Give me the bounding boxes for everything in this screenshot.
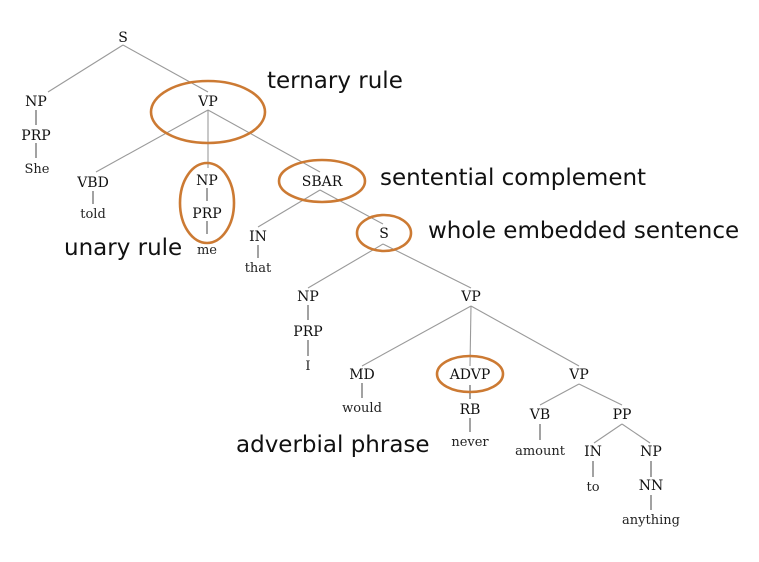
node-np-object: NP	[196, 173, 218, 189]
annotations: ternary rule sentential complement whole…	[64, 68, 739, 458]
node-root-s: S	[118, 30, 128, 46]
node-np-anything: NP	[640, 444, 662, 460]
sbar-highlight	[277, 158, 367, 204]
node-in-that: IN	[249, 229, 267, 245]
word-told: told	[80, 207, 106, 222]
node-in-to: IN	[584, 444, 602, 460]
node-md: MD	[349, 367, 375, 383]
annotation-ternary-rule: ternary rule	[267, 68, 403, 94]
s-embedded-highlight	[355, 213, 413, 253]
node-nn: NN	[639, 478, 664, 494]
advp-highlight	[435, 354, 505, 394]
node-prp-object: PRP	[192, 206, 221, 222]
node-vp-inner: VP	[568, 367, 589, 383]
word-would: would	[342, 401, 382, 416]
word-amount: amount	[515, 444, 566, 459]
np-unary-highlight	[178, 161, 236, 245]
node-vp-embedded: VP	[460, 289, 481, 305]
vp-ternary-highlight	[149, 79, 267, 145]
node-vp-main: VP	[197, 94, 218, 110]
node-np-subject: NP	[25, 94, 47, 110]
node-prp-subject: PRP	[21, 128, 50, 144]
unary-edges	[35, 110, 652, 510]
annotation-adverbial-phrase: adverbial phrase	[236, 432, 430, 458]
word-anything: anything	[622, 513, 680, 528]
node-pp: PP	[613, 407, 632, 423]
node-vb: VB	[529, 407, 550, 423]
node-np-i: NP	[297, 289, 319, 305]
word-that: that	[245, 261, 272, 276]
node-advp: ADVP	[449, 367, 491, 383]
tree-nodes: S NP PRP She VP VBD told NP PRP me SBAR …	[21, 30, 680, 528]
annotation-whole-embedded-sentence: whole embedded sentence	[428, 218, 739, 244]
node-vbd: VBD	[76, 175, 109, 191]
highlight-ellipses	[149, 79, 505, 394]
word-never: never	[451, 435, 489, 450]
word-me: me	[197, 243, 217, 258]
tree-edges	[47, 44, 651, 444]
word-she: She	[25, 162, 50, 177]
node-prp-i: PRP	[293, 324, 322, 340]
annotation-unary-rule: unary rule	[64, 235, 182, 261]
node-s-embedded: S	[379, 226, 389, 242]
node-sbar: SBAR	[302, 174, 343, 190]
node-rb: RB	[460, 402, 481, 418]
word-to: to	[586, 480, 599, 495]
annotation-sentential-complement: sentential complement	[380, 165, 646, 191]
word-i: I	[305, 359, 310, 374]
